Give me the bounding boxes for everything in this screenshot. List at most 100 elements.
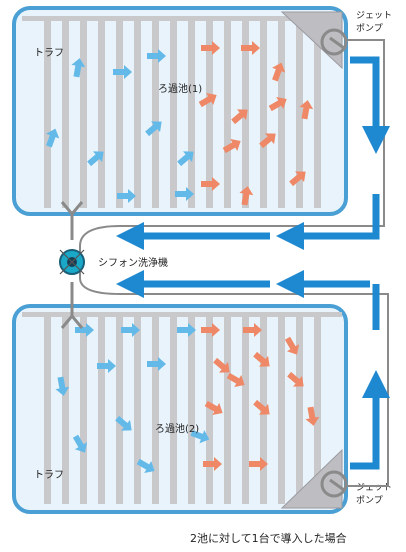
flow-arrow-icon bbox=[147, 49, 166, 63]
flow-arrow-icon bbox=[299, 100, 314, 120]
flow-arrow-icon bbox=[198, 92, 217, 108]
basin-1: トラフ ろ過池(1) bbox=[12, 6, 348, 216]
trough bbox=[62, 312, 69, 504]
flow-arrow-icon bbox=[241, 41, 260, 55]
flow-arrows-1 bbox=[46, 41, 314, 206]
flow-arrow-icon bbox=[46, 128, 60, 148]
flow-arrow-icon bbox=[175, 187, 194, 201]
y-connector-top bbox=[60, 201, 84, 240]
jet-pump-top-label-1: ジェット bbox=[356, 11, 392, 21]
basin-1-label: ろ過池(1) bbox=[158, 82, 202, 95]
trough bbox=[170, 312, 177, 504]
trough-rail bbox=[22, 312, 342, 317]
trough bbox=[44, 312, 51, 504]
flow-arrow-icon bbox=[55, 376, 70, 396]
flow-arrow-icon bbox=[72, 434, 88, 453]
jet-pump-bottom-label-2: ポンプ bbox=[356, 495, 383, 506]
flow-arrow-icon bbox=[350, 370, 390, 470]
flow-arrow-icon bbox=[253, 351, 270, 367]
trough bbox=[260, 16, 267, 208]
flow-arrow-icon bbox=[268, 96, 287, 112]
trough bbox=[116, 312, 123, 504]
flow-arrow-icon bbox=[222, 138, 241, 154]
return-flow bbox=[116, 56, 390, 470]
trough bbox=[62, 16, 69, 208]
flow-arrow-icon bbox=[117, 189, 136, 203]
trough bbox=[116, 16, 123, 208]
flow-arrows-2 bbox=[55, 323, 320, 474]
basin-2: トラフ ろ過池(2) bbox=[12, 304, 348, 514]
trough bbox=[314, 16, 321, 208]
flow-arrow-icon bbox=[136, 458, 155, 474]
jet-pump-top-label-2: ポンプ bbox=[356, 23, 383, 34]
flow-arrow-icon bbox=[177, 151, 194, 167]
trough bbox=[296, 16, 303, 208]
flow-arrow-icon bbox=[201, 323, 220, 337]
flow-arrow-icon bbox=[272, 62, 286, 82]
trough bbox=[80, 16, 87, 208]
trough bbox=[224, 16, 231, 208]
flow-arrow-icon bbox=[121, 323, 140, 337]
trough bbox=[296, 312, 303, 504]
flow-arrow-icon bbox=[226, 372, 245, 388]
flow-arrow-icon bbox=[147, 357, 166, 371]
y-connector-bottom bbox=[60, 282, 84, 329]
flow-arrow-icon bbox=[239, 186, 254, 206]
flow-arrow-icon bbox=[231, 109, 248, 125]
flow-arrow-icon bbox=[259, 133, 276, 149]
trough bbox=[44, 16, 51, 208]
trough-label-bottom: トラフ bbox=[34, 469, 64, 481]
flow-arrow-icon bbox=[97, 359, 116, 373]
flow-arrow-icon bbox=[203, 457, 222, 471]
flow-arrow-icon bbox=[249, 457, 268, 471]
flow-arrow-icon bbox=[243, 323, 262, 337]
trough-label-top: トラフ bbox=[34, 47, 64, 59]
flow-arrow-icon bbox=[201, 41, 220, 55]
trough bbox=[80, 312, 87, 504]
trough bbox=[278, 312, 285, 504]
flow-arrow-icon bbox=[276, 194, 380, 250]
trough bbox=[134, 312, 141, 504]
basin-2-label: ろ過池(2) bbox=[155, 422, 199, 435]
caption: 2池に対して1台で導入した場合 bbox=[190, 531, 347, 545]
troughs-1 bbox=[22, 16, 342, 208]
flow-arrow-icon bbox=[201, 177, 220, 191]
trough-rail bbox=[22, 16, 342, 21]
flow-arrow-icon bbox=[71, 58, 86, 78]
jet-pump-icon bbox=[320, 470, 348, 498]
trough bbox=[242, 312, 249, 504]
flow-arrow-icon bbox=[287, 371, 304, 387]
siphon-cleaner-icon bbox=[59, 249, 85, 275]
flow-arrow-icon bbox=[253, 399, 270, 415]
trough bbox=[134, 16, 141, 208]
trough bbox=[224, 312, 231, 504]
flow-arrow-icon bbox=[145, 121, 162, 137]
flow-arrow-icon bbox=[190, 430, 210, 444]
trough bbox=[188, 16, 195, 208]
trough bbox=[278, 16, 285, 208]
jet-pump-icon bbox=[320, 28, 348, 56]
trough bbox=[152, 312, 159, 504]
flow-arrow-icon bbox=[204, 400, 223, 416]
trough bbox=[152, 16, 159, 208]
trough bbox=[188, 312, 195, 504]
cleaner-label: シフォン洗浄機 bbox=[98, 256, 168, 269]
flow-arrow-icon bbox=[75, 323, 94, 337]
flow-arrow-icon bbox=[284, 336, 300, 355]
flow-arrow-icon bbox=[113, 65, 132, 79]
flow-arrow-icon bbox=[289, 171, 306, 187]
flow-arrow-icon bbox=[213, 357, 230, 373]
jet-pump-bottom-label-1: ジェット bbox=[356, 483, 392, 493]
flow-arrow-icon bbox=[115, 415, 132, 431]
trough bbox=[170, 16, 177, 208]
trough bbox=[98, 16, 105, 208]
trough bbox=[98, 312, 105, 504]
jet-pump-housing-1 bbox=[280, 11, 343, 70]
trough bbox=[314, 312, 321, 504]
flow-arrow-icon bbox=[305, 406, 320, 426]
flow-arrow-icon bbox=[177, 323, 196, 337]
flow-arrow-icon bbox=[350, 56, 390, 154]
flow-arrow-icon bbox=[87, 151, 104, 167]
trough bbox=[206, 16, 213, 208]
